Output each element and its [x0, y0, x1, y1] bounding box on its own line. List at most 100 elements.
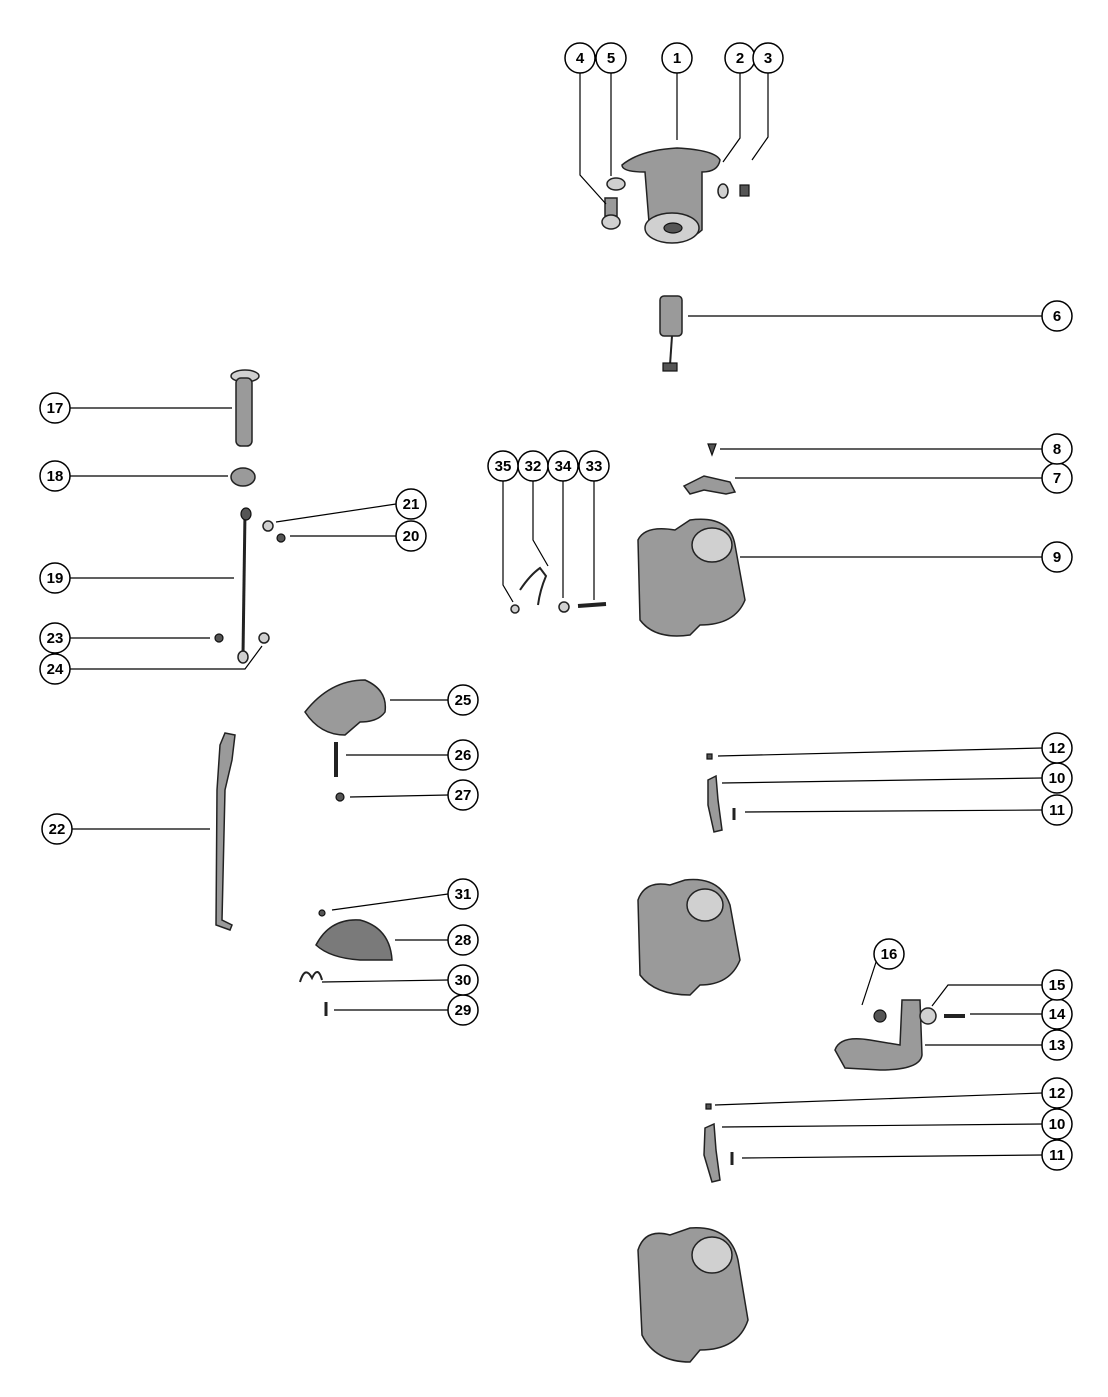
part-3-nut	[739, 184, 750, 197]
callout-number: 23	[47, 630, 64, 647]
callout-circle	[1041, 732, 1073, 764]
part-1-housing	[621, 147, 721, 244]
callout-circle	[39, 622, 71, 654]
callout-4: 4	[564, 42, 607, 205]
callout-10: 10	[721, 762, 1073, 794]
callout-circle	[447, 878, 479, 910]
callout-14: 14	[970, 998, 1073, 1030]
callout-circle	[595, 42, 627, 74]
callout-number: 16	[881, 946, 898, 963]
part-28-screen	[315, 919, 393, 961]
callout-circle	[487, 450, 519, 482]
callout-circle	[564, 42, 596, 74]
callout-9: 9	[740, 541, 1073, 573]
callout-number: 26	[455, 747, 472, 764]
callout-22: 22	[41, 813, 210, 845]
callout-35: 35	[487, 450, 519, 603]
callout-circle	[1041, 433, 1073, 465]
callout-number: 21	[403, 496, 420, 513]
callout-number: 8	[1053, 441, 1061, 458]
part-33-pin	[577, 602, 607, 608]
callout-number: 18	[47, 468, 64, 485]
callout-28: 28	[395, 924, 479, 956]
leader-line	[275, 503, 397, 523]
callout-circle	[395, 488, 427, 520]
callout-number: 3	[764, 50, 772, 67]
callout-3: 3	[751, 42, 784, 161]
callout-number: 13	[1049, 1037, 1066, 1054]
part-16-nut	[873, 1009, 887, 1023]
callout-27: 27	[349, 779, 479, 811]
part-35-nut	[510, 604, 520, 614]
callout-circle	[578, 450, 610, 482]
callout-15: 15	[931, 969, 1073, 1007]
part-9-carburetor-body	[637, 518, 746, 637]
callout-31: 31	[331, 878, 479, 911]
callout-number: 10	[1049, 1116, 1066, 1133]
callout-circle	[447, 739, 479, 771]
callout-circle	[873, 938, 905, 970]
callout-number: 19	[47, 570, 64, 587]
leader-line	[349, 794, 449, 798]
leader-line	[722, 73, 741, 163]
callout-number: 24	[47, 661, 64, 678]
leader-line	[579, 73, 607, 205]
callout-number: 11	[1049, 802, 1065, 819]
leader-line	[502, 481, 514, 603]
callout-6: 6	[688, 300, 1073, 332]
callout-circle	[41, 813, 73, 845]
callout-26: 26	[346, 739, 479, 771]
part-6-valve	[659, 295, 683, 372]
part-12-plug-lower	[705, 1103, 712, 1110]
part-23-screw	[214, 633, 224, 643]
callout-13: 13	[925, 1029, 1073, 1061]
part-31-nut	[318, 909, 326, 917]
callout-number: 5	[607, 50, 615, 67]
leader-line	[721, 777, 1043, 784]
part-12-plug	[706, 753, 713, 760]
callout-20: 20	[290, 520, 427, 552]
callout-34: 34	[547, 450, 579, 598]
callout-30: 30	[321, 964, 479, 996]
leader-line	[751, 73, 769, 161]
callout-number: 11	[1049, 1147, 1065, 1164]
callout-number: 4	[576, 50, 585, 67]
callout-11: 11	[744, 794, 1073, 826]
callout-number: 12	[1049, 1085, 1066, 1102]
callout-21: 21	[275, 488, 427, 523]
callout-18: 18	[39, 460, 228, 492]
callout-number: 30	[455, 972, 472, 989]
callout-number: 15	[1049, 977, 1066, 994]
callout-number: 1	[673, 50, 681, 67]
part-19-link-rod	[237, 507, 252, 664]
leader-line	[721, 1123, 1043, 1128]
callout-number: 27	[455, 787, 472, 804]
callout-number: 32	[525, 458, 542, 475]
callout-10: 10	[721, 1108, 1073, 1140]
callout-number: 9	[1053, 549, 1061, 566]
part-10-lever-lower	[703, 1122, 721, 1183]
leader-line	[331, 893, 449, 911]
callout-circle	[1041, 541, 1073, 573]
callout-number: 22	[49, 821, 66, 838]
leader-line	[532, 481, 549, 567]
callout-circle	[1041, 969, 1073, 1001]
leader-line	[70, 645, 263, 670]
part-30-spring	[299, 971, 323, 983]
part-18-grommet	[230, 467, 256, 487]
callout-circle	[447, 964, 479, 996]
part-32-spring	[519, 566, 548, 606]
part-13-bracket	[834, 999, 923, 1071]
callout-19: 19	[39, 562, 234, 594]
part-15-washer	[919, 1007, 937, 1025]
callout-25: 25	[390, 684, 479, 716]
callout-circle	[39, 392, 71, 424]
callout-number: 28	[455, 932, 472, 949]
callout-circle	[1041, 1139, 1073, 1171]
callout-11: 11	[741, 1139, 1073, 1171]
part-20-nut	[276, 533, 286, 543]
part-10-lever	[707, 774, 723, 833]
part-5-washer	[606, 177, 626, 191]
callout-number: 2	[736, 50, 744, 67]
